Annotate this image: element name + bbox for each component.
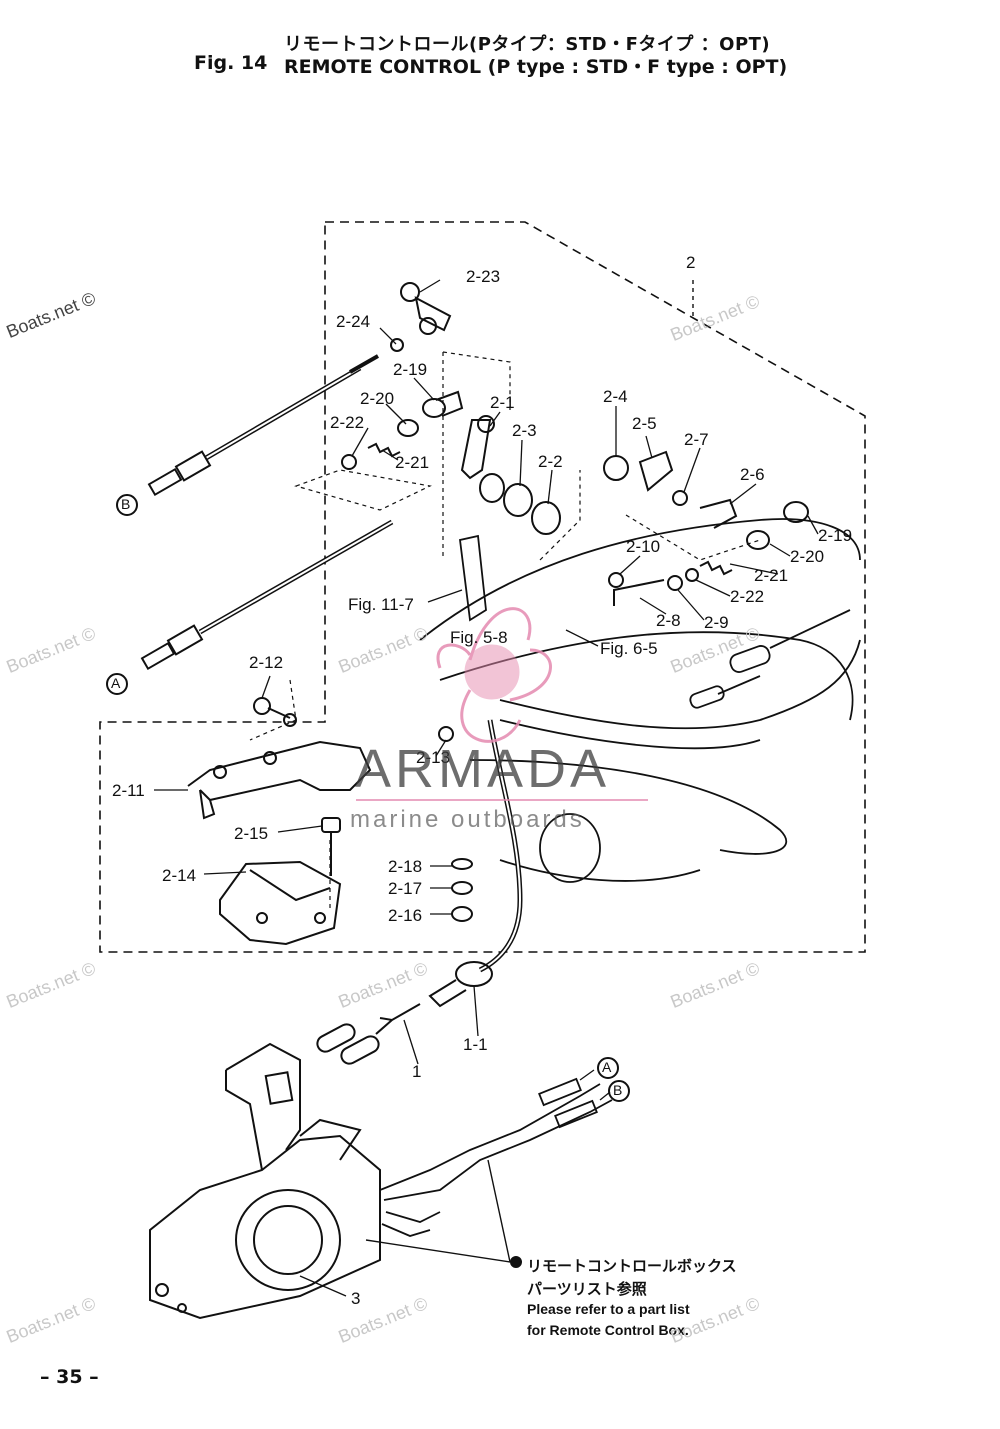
watermark-armada: ARMADA [355,739,611,799]
label-part-2: 2 [686,253,696,272]
label-part-2-7: 2-7 [684,430,709,449]
cable-b-assembly [147,354,379,497]
label-part-2-22-left: 2-22 [330,413,365,432]
marker-b-top-text: B [121,496,131,512]
bushing-2-3 [503,483,533,517]
washer-2-4 [603,455,629,481]
armada-logo-mark [436,607,552,743]
label-part-1-1: 1-1 [463,1035,488,1054]
collar-2-2 [531,501,561,535]
label-part-2-22-right: 2-22 [730,587,765,606]
lever-2-1 [460,415,505,503]
bolt-2-15 [321,817,341,876]
bolt-2-6 [699,498,738,529]
label-part-2-19-left: 2-19 [393,360,428,379]
note-jp-line1: リモートコントロールボックス [527,1258,737,1275]
label-part-3: 3 [351,1289,361,1308]
label-part-2-11: 2-11 [112,781,145,800]
label-part-2-19-right: 2-19 [818,526,853,545]
marker-a-left [106,673,128,695]
washer-2-7 [672,490,688,506]
nut-2-22-right [685,568,699,582]
clip-2-10 [608,572,624,588]
label-part-2-21-left: 2-21 [395,453,430,472]
title-japanese: リモートコントロール(Pタイプ：STD・Fタイプ ：OPT) [284,34,771,55]
washer-2-24 [390,338,404,352]
ref-fig-6-5: Fig. 6-5 [600,639,658,658]
marker-b-bottom [608,1080,630,1102]
nut-2-22-left [341,454,357,470]
label-part-2-14: 2-14 [162,866,197,885]
marker-a-left-text: A [111,675,121,691]
label-part-2-2: 2-2 [538,452,563,471]
remote-control-box-3 [149,1042,381,1320]
label-part-2-24: 2-24 [336,312,371,331]
label-part-2-9: 2-9 [704,613,729,632]
control-cables [379,1077,613,1237]
joint-2-19-right [783,501,809,523]
label-part-2-16: 2-16 [388,906,423,925]
label-part-1: 1 [412,1062,422,1081]
label-part-2-4: 2-4 [603,387,628,406]
clevis-2-23 [400,282,452,335]
plate-2-14 [219,860,342,946]
bracket-2-11 [187,740,372,820]
label-part-2-3: 2-3 [512,421,537,440]
joint-2-19-left [422,390,464,418]
label-part-2-1: 2-1 [490,393,515,412]
note-en-line2: for Remote Control Box. [527,1322,689,1338]
note-en-line1: Please refer to a part list [527,1301,690,1317]
note-jp-line2: パーツリスト参照 [527,1281,647,1298]
marker-a-bottom-text: A [602,1059,612,1075]
label-part-2-23: 2-23 [466,267,501,286]
bushing-2-20-left [397,419,419,437]
label-part-2-21-right: 2-21 [754,566,789,585]
washers-2-16-2-18 [451,858,473,922]
label-part-2-10: 2-10 [626,537,661,556]
rod-2-8 [613,579,665,606]
watermark-armada-sub: marine outboards [350,806,585,833]
label-part-2-17: 2-17 [388,879,423,898]
spring-2-21-right [699,560,733,576]
label-part-2-13: 2-13 [416,748,451,767]
title-english: REMOTE CONTROL (P type : STD・F type : OP… [284,56,788,78]
cable-a-assembly [140,519,394,671]
marker-b-bottom-text: B [613,1082,623,1098]
figure-number: Fig. 14 [194,52,268,74]
engine-housing [419,518,861,883]
label-part-2-12: 2-12 [249,653,284,672]
ref-fig-5-8: Fig. 5-8 [450,628,508,647]
label-part-2-15: 2-15 [234,824,269,843]
label-part-2-6: 2-6 [740,465,765,484]
lever-2-5 [638,450,674,492]
marker-a-bottom [597,1057,619,1079]
bushing-2-20-right [746,530,770,550]
label-part-2-8: 2-8 [656,611,681,630]
nut-2-9 [667,575,683,591]
label-part-2-20-right: 2-20 [790,547,825,566]
label-part-2-18: 2-18 [388,857,423,876]
marker-b-top [116,494,138,516]
page-number: – 35 – [40,1366,99,1388]
spring-2-21-left [367,442,401,458]
ref-fig-11-7: Fig. 11-7 [348,595,414,614]
wiring-leads [499,609,861,750]
label-part-2-20-left: 2-20 [360,389,395,408]
label-part-2-5: 2-5 [632,414,657,433]
